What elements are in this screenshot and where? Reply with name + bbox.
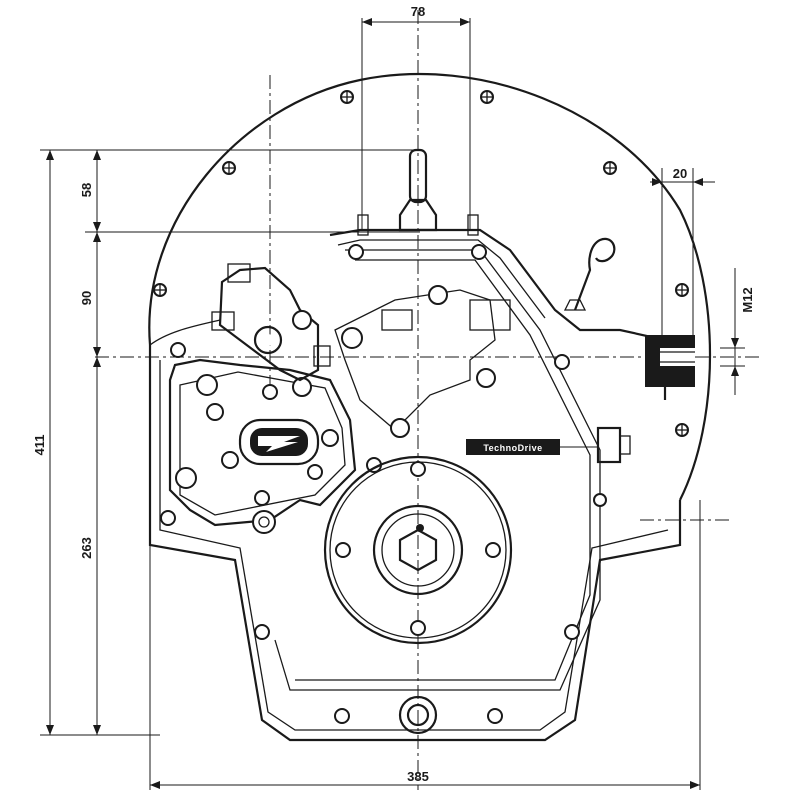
bell-housing — [148, 72, 712, 501]
dipstick-icon — [563, 237, 616, 311]
dim-height-middle: 90 — [79, 291, 94, 305]
tapped-hole-section — [645, 335, 695, 387]
brand-plate: TechnoDrive — [466, 426, 631, 464]
td-logo-icon — [238, 418, 320, 466]
output-flange — [323, 455, 513, 645]
dim-base-width: 385 — [407, 769, 429, 784]
dim-height-upper: 58 — [79, 183, 94, 197]
dim-top-width: 78 — [411, 4, 425, 19]
control-valve-block — [168, 358, 382, 534]
gearbox-body — [148, 228, 682, 742]
dimension-labels: 78 20 M12 58 90 411 263 385 — [32, 4, 755, 784]
dimension-lines — [40, 18, 745, 790]
dim-height-lower: 263 — [79, 537, 94, 559]
brand-plate-text: TechnoDrive — [483, 443, 542, 453]
solenoid-actuator — [211, 263, 331, 382]
dim-thread: M12 — [740, 287, 755, 312]
drain-plug — [398, 695, 438, 735]
housing-bolt-holes — [153, 90, 689, 437]
dim-offset: 20 — [673, 166, 687, 181]
dim-height-total: 411 — [32, 435, 47, 456]
bearing-cover — [334, 285, 511, 438]
body-bolt-holes — [160, 244, 607, 724]
center-lines — [95, 10, 760, 790]
